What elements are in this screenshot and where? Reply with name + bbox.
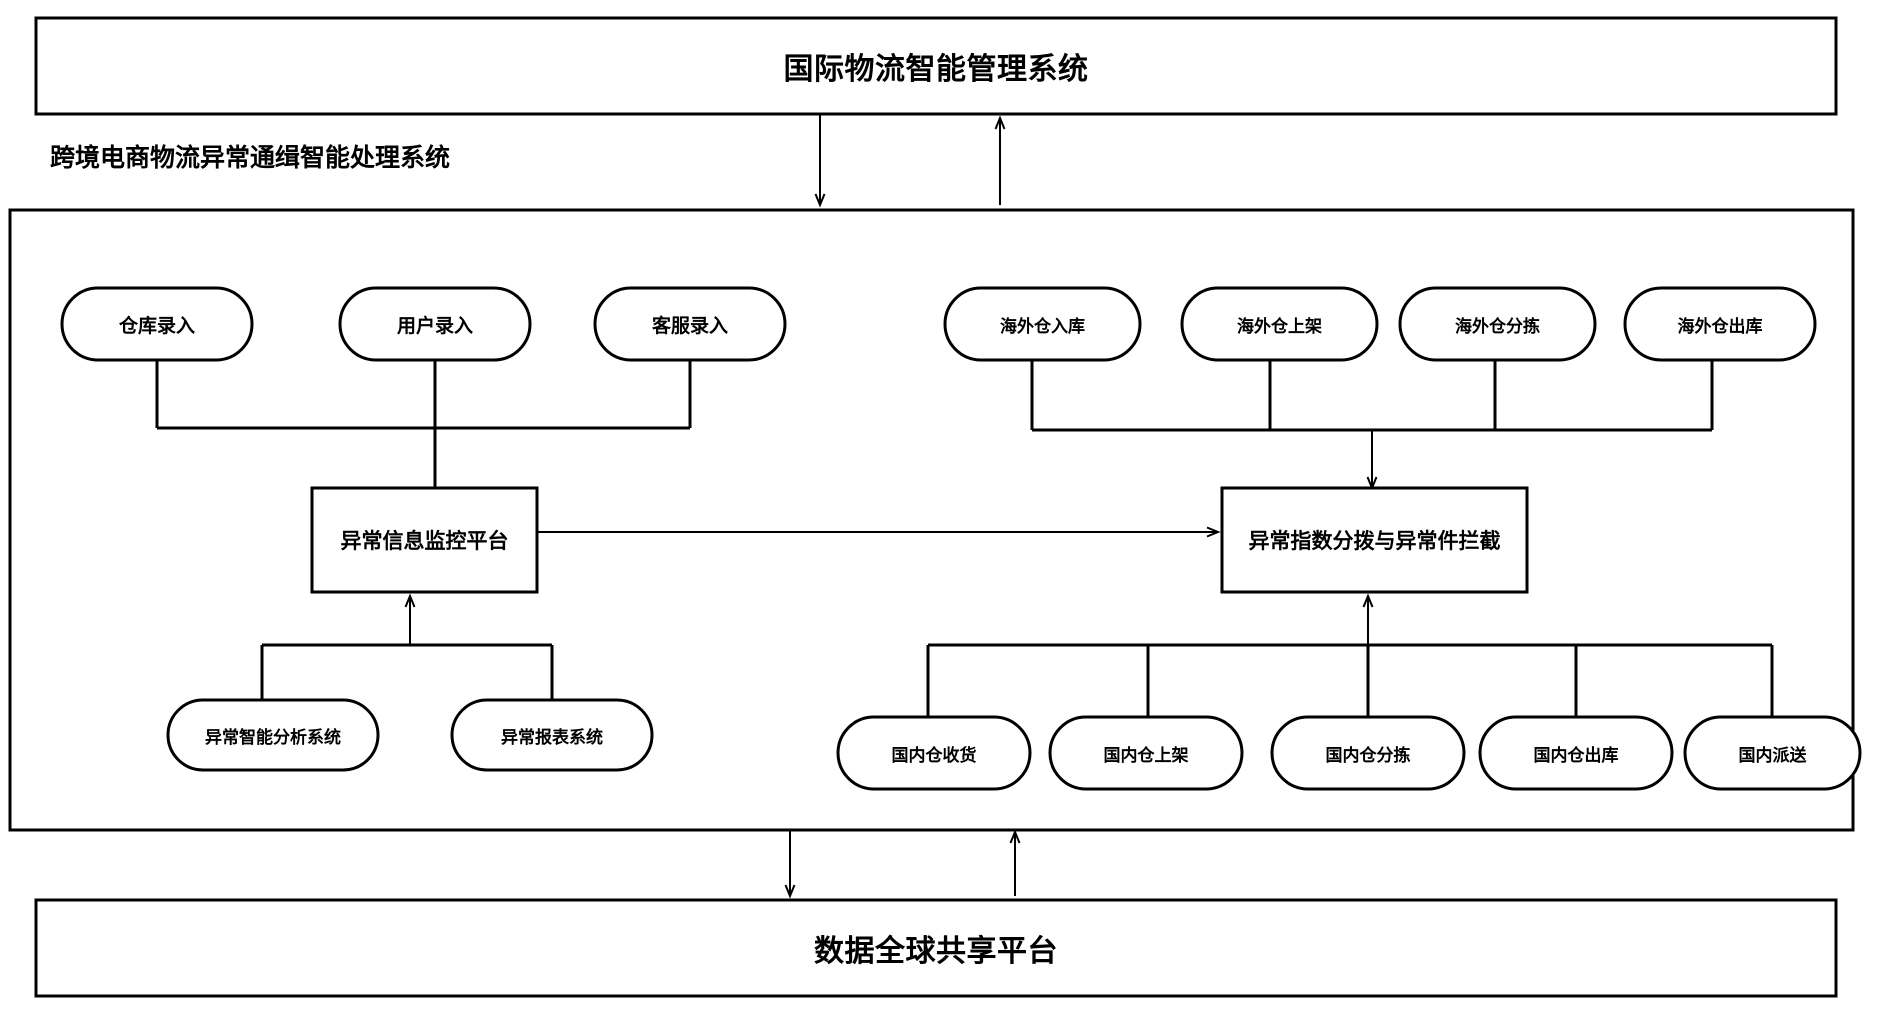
node-shape-exception-report [450,698,654,772]
node-shape-domestic-receiving [836,715,1032,791]
top-band-rect [34,16,1838,116]
node-shape-domestic-outbound [1478,715,1674,791]
node-shape-overseas-inbound [943,286,1142,362]
connector-right-bus [1030,360,1714,432]
node-shape-warehouse-entry [60,286,254,362]
group-caption: 跨境电商物流异常通缉智能处理系统 [50,143,451,172]
node-shape-domestic-delivery [1683,715,1862,791]
node-shape-user-entry [338,286,532,362]
node-shape-monitor-platform [310,486,539,594]
bottom-band-rect [34,898,1838,998]
node-shape-overseas-shelving [1180,286,1379,362]
connector-right-lower-bus [926,643,1774,717]
connector-left-bus [155,360,692,488]
node-shape-overseas-outbound [1623,286,1817,362]
node-shape-smart-analysis [166,698,380,772]
node-shape-domestic-shelving [1048,715,1244,791]
node-shape-index-allocation [1220,486,1529,594]
connector-left-lower-bus [260,643,554,700]
node-shape-overseas-sorting [1398,286,1597,362]
node-shape-service-entry [593,286,787,362]
node-shape-domestic-sorting [1270,715,1466,791]
